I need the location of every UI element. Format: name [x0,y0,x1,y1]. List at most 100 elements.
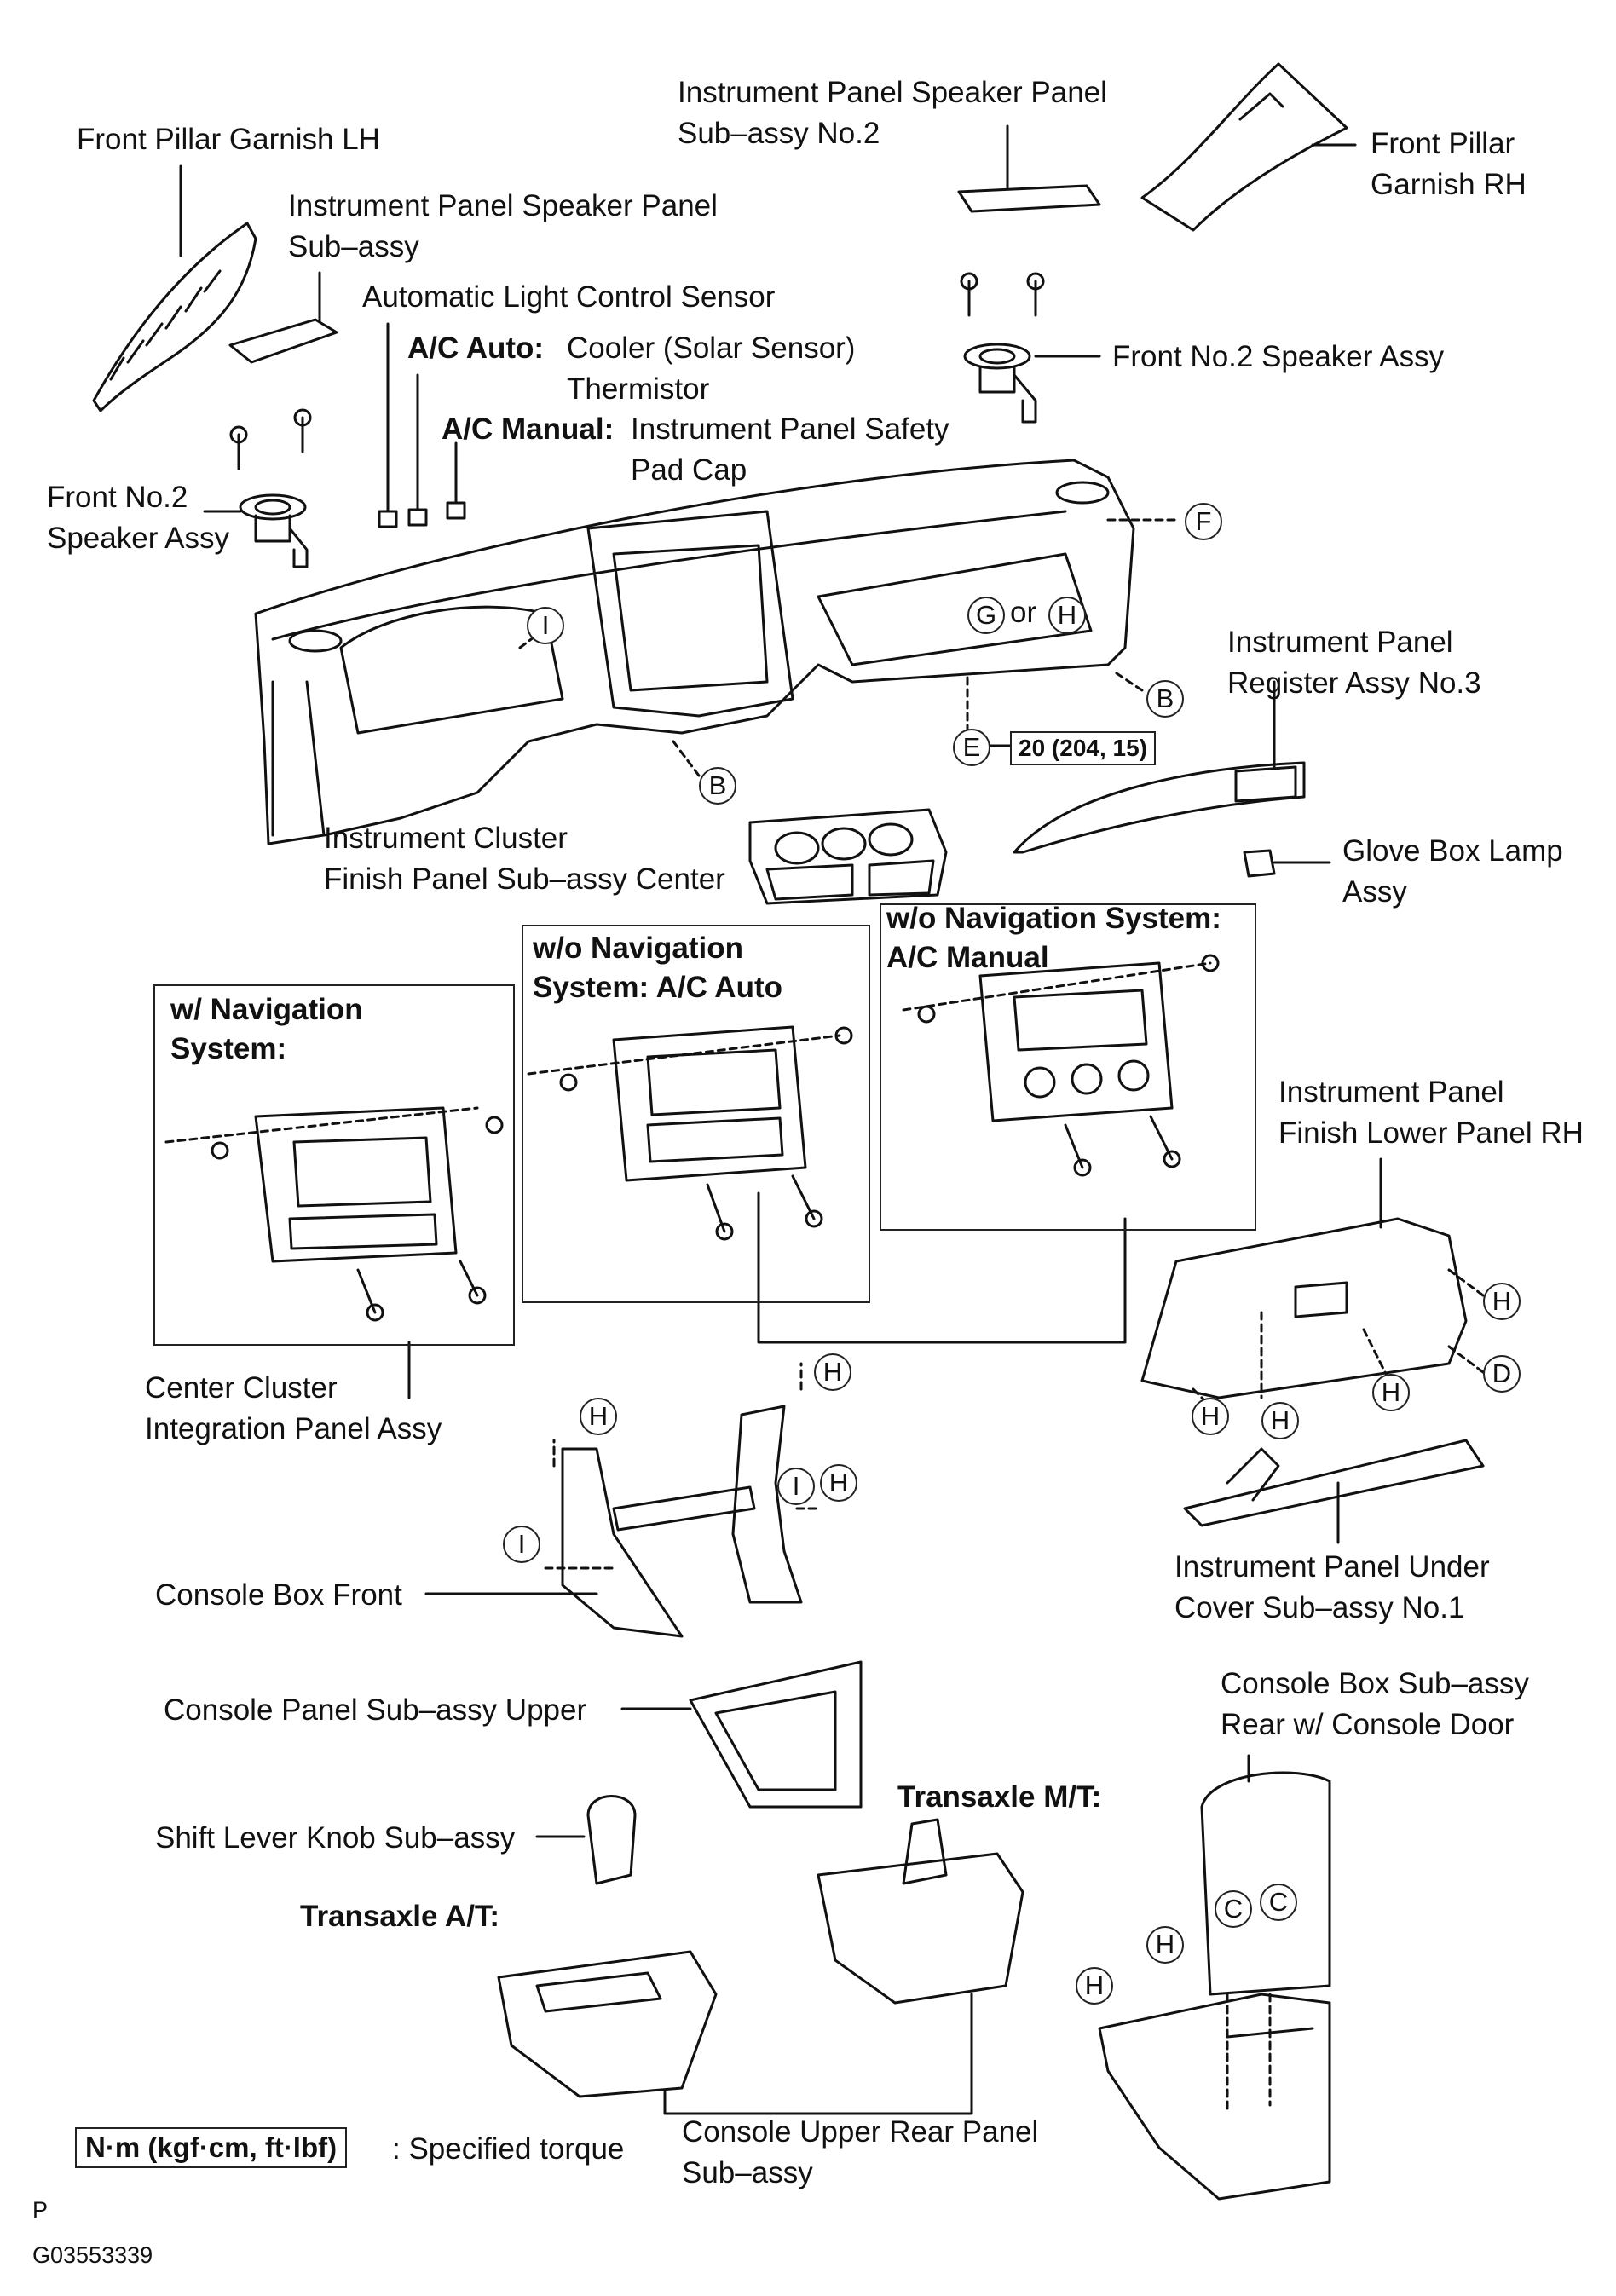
transaxle-at-drawing [497,1950,973,2115]
callout-c-2: C [1260,1884,1297,1921]
label-transaxle-at: Transaxle A/T: [300,1896,499,1937]
callout-h-lower-rh-1: H [1483,1283,1521,1320]
callout-i-panel: I [527,607,564,644]
label-glove-box-lamp-line2: Assy [1342,875,1407,909]
label-glove-box-lamp-line1: Glove Box Lamp [1342,834,1563,868]
label-center-cluster-line2: Integration Panel Assy [145,1412,442,1445]
instrument-panel-drawing [254,459,1135,845]
callout-h-lower-rh-3: H [1192,1398,1229,1435]
label-cluster-finish-line2: Finish Panel Sub–assy Center [324,862,725,896]
wo-nav-auto-unit-drawing [527,1025,853,1241]
callout-h-or: H [1048,597,1086,634]
callout-f: F [1185,503,1222,540]
box-title-nav-line2: System: [170,1032,287,1065]
nav-unit-drawing [164,1106,504,1322]
label-ac-auto-line2: Thermistor [567,372,710,406]
console-box-front-drawing [424,1362,820,1638]
label-front-pillar-garnish-lh: Front Pillar Garnish LH [77,123,380,156]
callout-b-right: B [1146,680,1184,718]
callout-h-console-1: H [814,1353,851,1391]
label-console-box-rear-line2: Rear w/ Console Door [1221,1708,1515,1741]
page-letter: P [32,2197,49,2223]
front-pillar-garnish-rh-drawing [1140,62,1357,232]
transaxle-mt-drawing [817,1818,1024,2081]
ip-under-cover-drawing [1183,1439,1485,1544]
label-console-panel-upper: Console Panel Sub–assy Upper [164,1693,587,1727]
label-ip-speaker-panel-line1: Instrument Panel Speaker Panel [288,189,718,222]
ac-auto-prefix-text: A/C Auto: [407,332,545,365]
variant-box-with-navigation [153,984,515,1346]
label-front-pillar-garnish-rh-line1: Front Pillar [1371,127,1515,160]
label-console-upper-rear-line2: Sub–assy [682,2156,813,2189]
ip-finish-lower-rh-drawing [1140,1157,1485,1408]
front-speaker-left-drawing [203,408,312,568]
label-ip-speaker-panel-line2: Sub–assy [288,230,419,263]
label-ip-speaker-panel-no2-line2: Sub–assy No.2 [678,117,880,150]
box-title-wo-nav-manual-line2: A/C Manual [886,941,1049,974]
label-ac-manual-line1: Instrument Panel Safety [631,412,949,446]
transaxle-at-text: Transaxle A/T: [300,1900,500,1933]
label-console-box-front: Console Box Front [155,1578,402,1612]
label-ip-under-cover-line1: Instrument Panel Under [1174,1550,1490,1584]
legend-torque-units-box: N·m (kgf·cm, ft·lbf) [75,2127,348,2168]
label-ip-register-no3-line2: Register Assy No.3 [1227,666,1481,700]
variant-box-without-navigation-ac-manual [880,903,1256,1231]
label-automatic-light-control-sensor: Automatic Light Control Sensor [362,280,776,314]
legend-specified-torque-text: : Specified torque [392,2132,625,2166]
label-front-no2-speaker-right: Front No.2 Speaker Assy [1112,340,1445,373]
callout-d: D [1483,1355,1521,1393]
ip-speaker-panel-drawing [228,271,338,364]
label-console-box-rear-line1: Console Box Sub–assy [1221,1667,1529,1700]
variant-box-without-navigation-ac-auto [522,925,870,1303]
label-cluster-finish-line1: Instrument Cluster [324,822,568,855]
cluster-finish-panel-drawing [748,808,948,905]
label-ac-auto-prefix: A/C Auto: [407,328,544,369]
label-ip-finish-lower-rh-line1: Instrument Panel [1278,1076,1504,1109]
glove-box-lamp-drawing [1243,849,1276,878]
label-ac-manual-line2: Pad Cap [631,453,747,487]
box-title-nav-line1: w/ Navigation [170,993,363,1026]
transaxle-mt-text: Transaxle M/T: [897,1780,1102,1814]
front-pillar-garnish-lh-drawing [92,164,257,412]
label-shift-lever-knob: Shift Lever Knob Sub–assy [155,1821,516,1855]
front-speaker-right-drawing [960,272,1101,424]
callout-i-console-left: I [503,1526,540,1563]
shift-knob-drawing [535,1795,637,1885]
callout-h-rear-2: H [1076,1967,1113,2005]
label-front-no2-speaker-left-line2: Speaker Assy [47,522,229,555]
label-front-pillar-garnish-rh-line2: Garnish RH [1371,168,1527,201]
callout-h-console-2: H [580,1398,617,1435]
torque-value-box: 20 (204, 15) [1010,731,1156,765]
label-console-upper-rear-line1: Console Upper Rear Panel [682,2115,1039,2149]
ac-manual-prefix-text: A/C Manual: [442,412,615,446]
label-ip-under-cover-line2: Cover Sub–assy No.1 [1174,1591,1465,1624]
label-or: or [1010,596,1037,629]
callout-h-rear-1: H [1146,1926,1184,1964]
callout-h-lower-rh-2: H [1372,1374,1410,1411]
label-ac-auto-line1: Cooler (Solar Sensor) [567,332,856,365]
callout-h-lower-rh-4: H [1261,1402,1299,1439]
callout-i-console-right: I [777,1468,815,1505]
label-ip-register-no3-line1: Instrument Panel [1227,626,1453,659]
ip-speaker-panel-no2-drawing [957,124,1101,213]
callout-h-console-3: H [820,1464,857,1502]
figure-id: G03553339 [32,2242,153,2268]
callout-e: E [953,729,990,766]
box-title-wo-nav-auto-line1: w/o Navigation [533,932,743,965]
sensor-drawings [378,322,466,528]
label-ac-manual-prefix: A/C Manual: [442,409,614,450]
label-transaxle-mt: Transaxle M/T: [897,1777,1101,1818]
label-ip-speaker-panel-no2-line1: Instrument Panel Speaker Panel [678,76,1107,109]
console-panel-upper-drawing [620,1660,863,1809]
console-box-rear-drawing [1098,1754,1331,2201]
callout-g: G [967,597,1005,634]
label-ip-finish-lower-rh-line2: Finish Lower Panel RH [1278,1116,1584,1150]
box-title-wo-nav-auto-line2: System: A/C Auto [533,971,782,1004]
label-front-no2-speaker-left-line1: Front No.2 [47,481,188,514]
wo-nav-manual-unit-drawing [902,954,1220,1177]
callout-b-center: B [699,767,736,805]
callout-c-1: C [1215,1890,1252,1928]
ip-register-no3-drawing [1013,680,1306,854]
label-center-cluster-line1: Center Cluster [145,1371,338,1405]
